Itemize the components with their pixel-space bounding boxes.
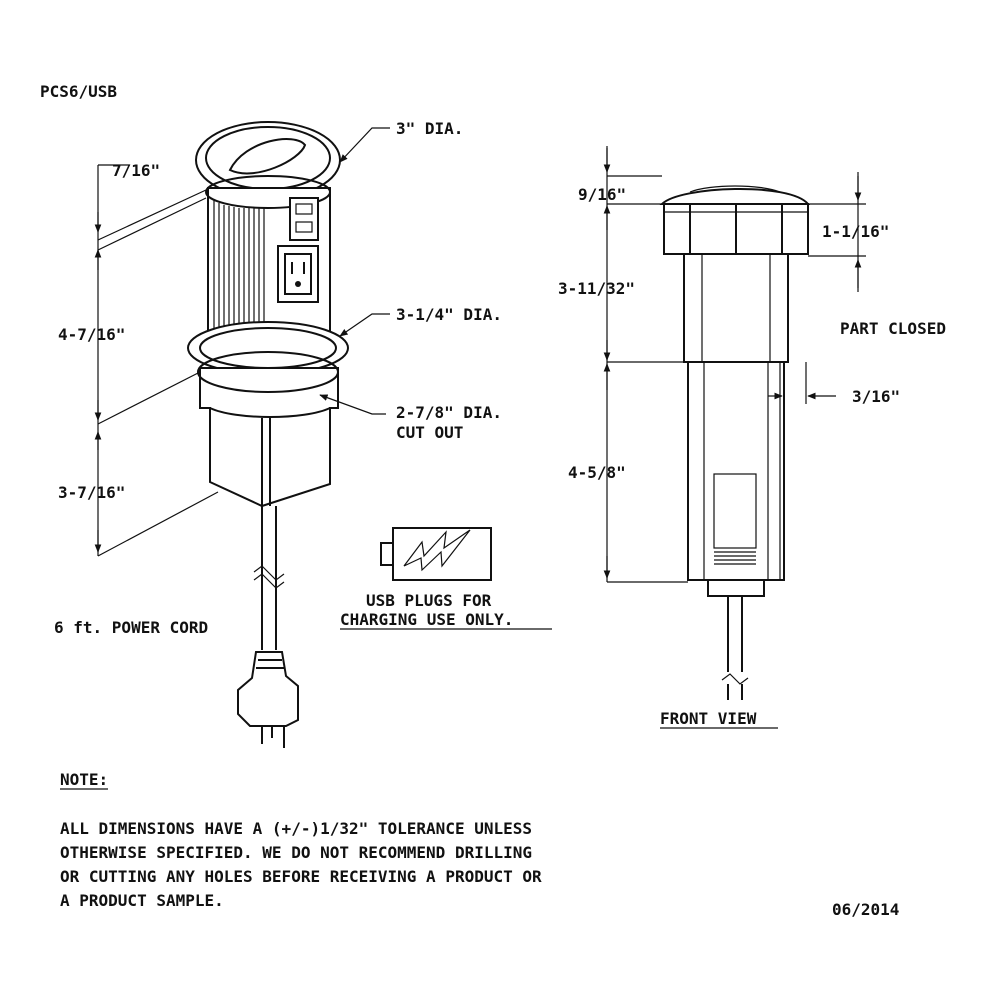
note-heading: NOTE:: [60, 770, 108, 789]
front-view: [659, 185, 811, 700]
dim-base-height: 3-7/16": [58, 483, 125, 502]
cord-label: 6 ft. POWER CORD: [54, 618, 208, 637]
dim-front-flange: 1-1/16": [822, 222, 889, 241]
power-plug: [237, 651, 299, 727]
dim-front-cap: 9/16": [578, 185, 626, 204]
isometric-view: [187, 121, 349, 748]
dim-front-wall: 3/16": [852, 387, 900, 406]
front-view-title: FRONT VIEW: [660, 709, 757, 728]
dim-body-height: 4-7/16": [58, 325, 125, 344]
usb-ports: [289, 197, 319, 241]
model-label: PCS6/USB: [40, 82, 117, 101]
front-dimensions: 9/16" 3-11/32" 4-5/8" 1-1/16" PART CLOSE…: [558, 146, 946, 729]
dim-front-upper: 3-11/32": [558, 279, 635, 298]
dim-top-dia: 3" DIA.: [396, 119, 463, 138]
drawing-date: 06/2014: [832, 900, 899, 919]
note-line-3: OR CUTTING ANY HOLES BEFORE RECEIVING A …: [60, 867, 542, 886]
body-ribs: [213, 200, 265, 336]
front-lower-body: [687, 361, 785, 581]
usb-note: USB PLUGS FOR CHARGING USE ONLY.: [340, 527, 552, 630]
dim-top-height: 7/16": [112, 161, 160, 180]
tolerance-note: NOTE: ALL DIMENSIONS HAVE A (+/-)1/32" T…: [60, 770, 542, 910]
note-line-2: OTHERWISE SPECIFIED. WE DO NOT RECOMMEND…: [60, 843, 532, 862]
front-upper-body: [683, 253, 789, 363]
dim-front-lower: 4-5/8": [568, 463, 626, 482]
isometric-dimensions: 7/16" 4-7/16" 3-7/16" 3" DIA. 3-1/4" DIA…: [54, 119, 502, 637]
usb-note-line1: USB PLUGS FOR: [366, 591, 492, 610]
top-cap: [195, 121, 341, 199]
part-closed-label: PART CLOSED: [840, 319, 946, 338]
battery-lightning-icon: [380, 527, 492, 581]
collar-ring: [187, 321, 349, 375]
note-line-4: A PRODUCT SAMPLE.: [60, 891, 224, 910]
dim-cutout-dia: 2-7/8" DIA.: [396, 403, 502, 422]
dim-cutout-label: CUT OUT: [396, 423, 463, 442]
dim-collar-dia: 3-1/4" DIA.: [396, 305, 502, 324]
front-cap-dome: [659, 187, 811, 205]
front-bottom-fitting: [707, 579, 765, 597]
usb-note-line2: CHARGING USE ONLY.: [340, 610, 513, 629]
note-line-1: ALL DIMENSIONS HAVE A (+/-)1/32" TOLERAN…: [60, 819, 532, 838]
